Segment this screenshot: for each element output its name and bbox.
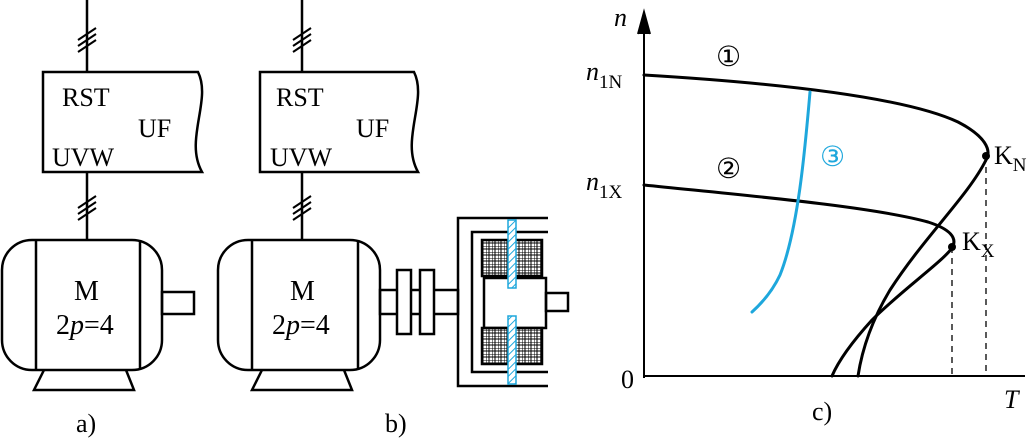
curve-3-label: ③ xyxy=(820,142,845,173)
curve-2-label: ② xyxy=(716,154,741,185)
curve-2-reduced-frequency xyxy=(642,183,956,378)
kn-label: KN xyxy=(994,141,1027,176)
caption-a: a) xyxy=(76,409,96,438)
panel-c xyxy=(637,8,1025,378)
motor-name-a: M xyxy=(74,276,99,307)
x-axis-label: T xyxy=(1004,385,1020,414)
caption-c: c) xyxy=(812,397,832,426)
load-dynamometer xyxy=(456,216,570,388)
y-axis-arrow xyxy=(637,8,651,35)
inverter-box-b xyxy=(258,70,421,174)
shaft-coupling xyxy=(378,268,460,336)
inverter-box-a xyxy=(41,70,205,174)
three-phase-mark-b-top xyxy=(292,27,312,53)
inverter-output-label-a: UVW xyxy=(52,143,115,172)
inverter-input-label-a: RST xyxy=(62,83,110,112)
inverter-output-label-b: UVW xyxy=(270,143,333,172)
panel-a-text: RST UF UVW M 2p=4 a) xyxy=(52,83,171,438)
curve-1-label: ① xyxy=(716,42,741,73)
origin-label: 0 xyxy=(621,365,634,394)
motor-poles-a: 2p=4 xyxy=(56,310,114,341)
inverter-name-b: UF xyxy=(356,114,389,143)
motor-shaft-a xyxy=(160,290,196,316)
panel-c-text: n T 0 n1N n1X ① ② ③ KN KX c) xyxy=(586,3,1027,426)
panel-b xyxy=(216,0,570,392)
inverter-input-label-b: RST xyxy=(276,83,324,112)
n1N-label: n1N xyxy=(586,57,623,93)
motor-base-a xyxy=(31,369,136,392)
kx-point xyxy=(948,243,956,251)
three-phase-mark-a-bottom xyxy=(77,195,97,221)
three-phase-mark-b-bottom xyxy=(292,195,312,221)
curve-3-load-characteristic xyxy=(750,90,812,314)
n1X-label: n1X xyxy=(586,167,623,203)
inverter-name-a: UF xyxy=(138,114,171,143)
y-axis-label: n xyxy=(614,3,627,32)
motor-name-b: M xyxy=(290,276,315,307)
motor-poles-b: 2p=4 xyxy=(272,310,330,341)
motor-base-b xyxy=(249,369,354,392)
caption-b: b) xyxy=(385,409,407,438)
panel-b-text: RST UF UVW M 2p=4 b) xyxy=(270,83,407,438)
panel-a xyxy=(0,0,205,392)
kx-label: KX xyxy=(962,227,995,262)
three-phase-mark-a-top xyxy=(77,27,97,53)
kn-point xyxy=(982,152,990,160)
